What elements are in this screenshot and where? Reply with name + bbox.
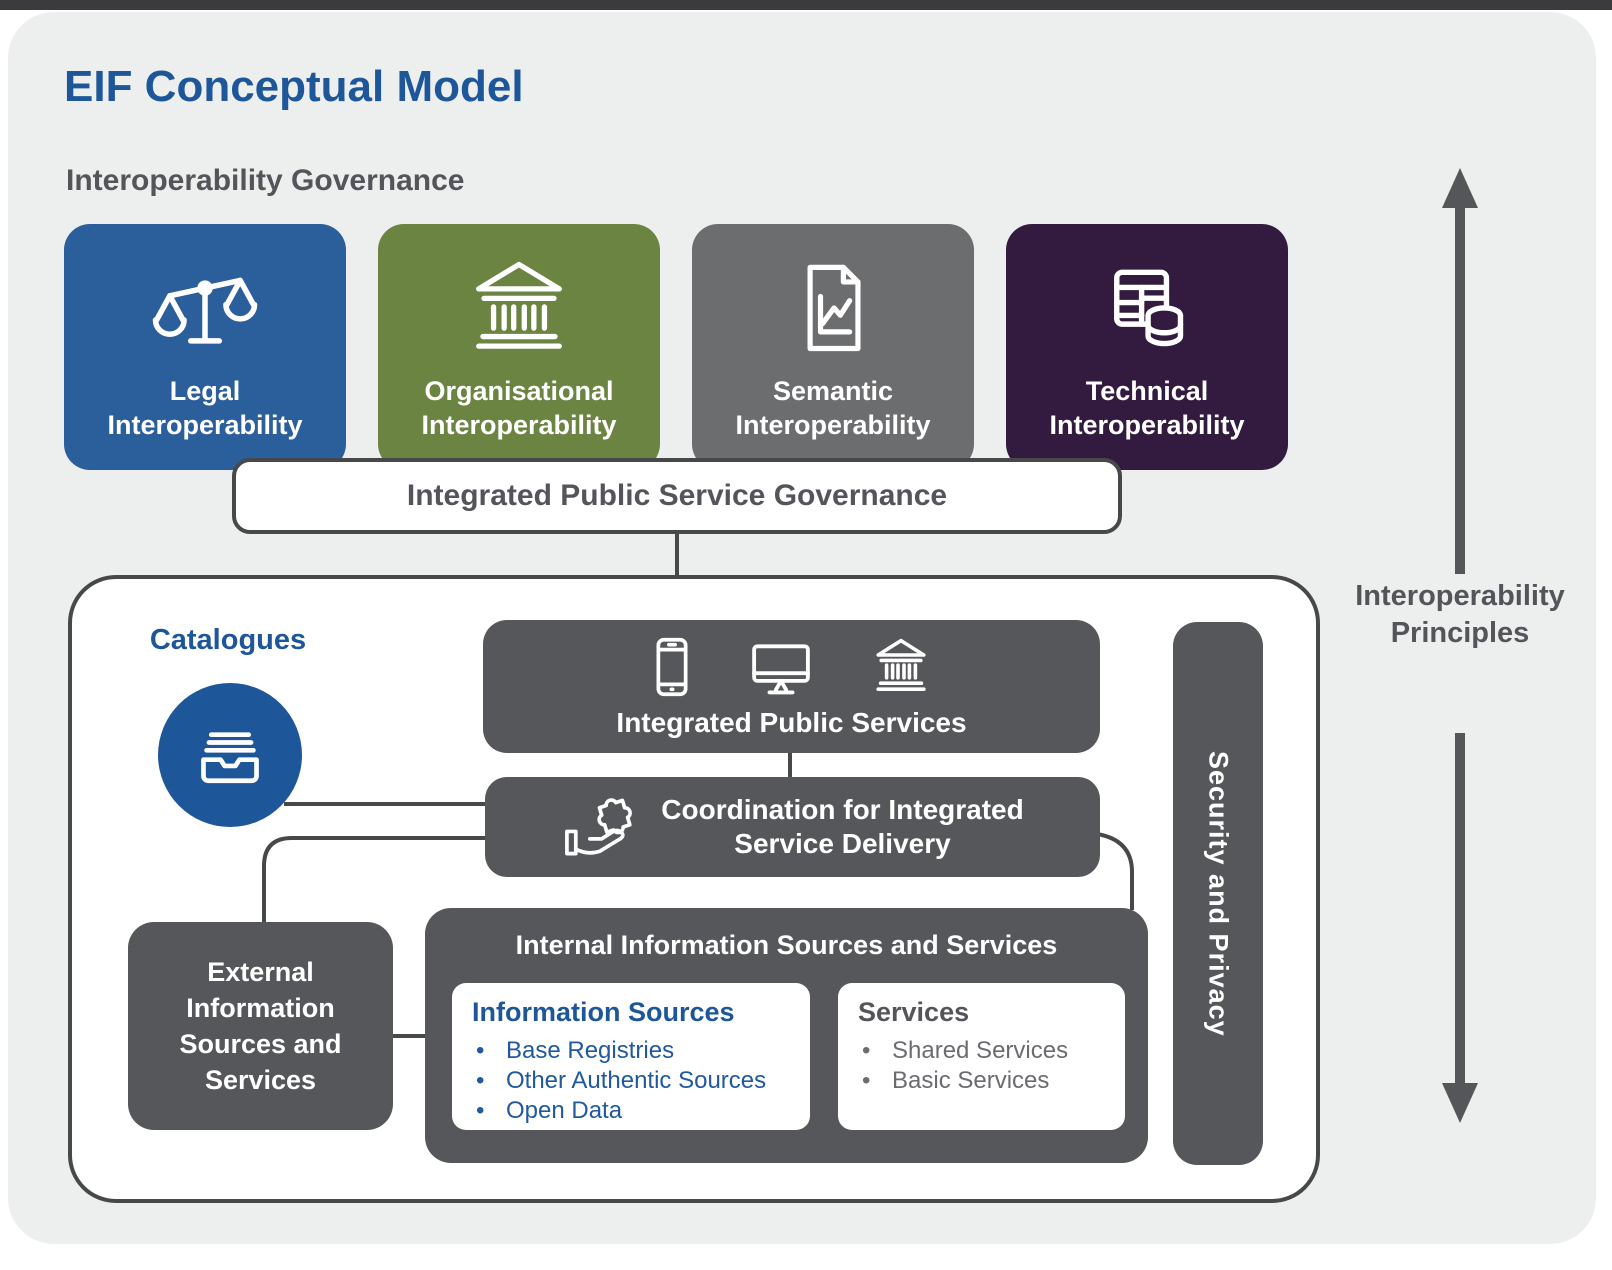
- list-item: •Shared Services: [858, 1036, 1105, 1066]
- channel-icons: [483, 636, 1100, 698]
- internal-information-box: Internal Information Sources and Service…: [425, 908, 1148, 1163]
- bullet-icon: •: [862, 1037, 871, 1064]
- list-item: •Basic Services: [858, 1066, 1105, 1096]
- list-item: •Open Data: [472, 1096, 790, 1126]
- external-label: External Information Sources and Service…: [179, 957, 342, 1095]
- security-privacy-bar: Security and Privacy: [1173, 622, 1263, 1165]
- hand-puzzle-icon: [565, 798, 633, 856]
- bullet-icon: •: [476, 1037, 485, 1064]
- bullet-icon: •: [476, 1067, 485, 1094]
- bank-icon: [378, 250, 660, 368]
- integrated-public-service-governance-bar: Integrated Public Service Governance: [232, 458, 1122, 534]
- catalogue-tray-icon: [201, 732, 259, 784]
- coordination-label: Coordination for Integrated Service Deli…: [661, 794, 1024, 859]
- information-sources-card: Information Sources •Base Registries •Ot…: [452, 983, 810, 1130]
- document-chart-icon: [692, 250, 974, 368]
- connector-coordination-to-external: [262, 836, 487, 924]
- governance-bar-label: Integrated Public Service Governance: [406, 479, 948, 512]
- services-title: Services: [858, 997, 970, 1027]
- interoperability-governance-label: Interoperability Governance: [66, 164, 465, 197]
- bullet-icon: •: [862, 1067, 871, 1094]
- integrated-public-services-box: Integrated Public Services: [483, 620, 1100, 753]
- arrow-up-icon: [1442, 168, 1478, 574]
- arrow-down-icon: [1442, 733, 1478, 1123]
- information-sources-title: Information Sources: [472, 997, 735, 1027]
- coordination-box: Coordination for Integrated Service Deli…: [485, 777, 1100, 877]
- top-window-strip: [0, 0, 1612, 10]
- interoperability-principles-label: Interoperability Principles: [1355, 580, 1565, 649]
- smartphone-icon: [656, 637, 687, 697]
- list-item: •Other Authentic Sources: [472, 1066, 790, 1096]
- bank-icon: [875, 638, 926, 691]
- external-information-box: External Information Sources and Service…: [128, 922, 393, 1130]
- catalogues-badge: [158, 683, 302, 827]
- internal-title: Internal Information Sources and Service…: [515, 930, 1058, 960]
- table-database-icon: [1006, 250, 1288, 368]
- scales-icon: [64, 250, 346, 368]
- catalogues-label: Catalogues: [149, 624, 307, 656]
- page-title: EIF Conceptual Model: [64, 62, 524, 111]
- bullet-icon: •: [476, 1097, 485, 1124]
- ips-label: Integrated Public Services: [616, 707, 967, 738]
- list-item: •Base Registries: [472, 1036, 790, 1066]
- services-card: Services •Shared Services •Basic Service…: [838, 983, 1125, 1130]
- monitor-icon: [751, 644, 810, 695]
- security-privacy-label: Security and Privacy: [1203, 750, 1234, 1037]
- connector-coordination-to-internal: [1096, 832, 1134, 910]
